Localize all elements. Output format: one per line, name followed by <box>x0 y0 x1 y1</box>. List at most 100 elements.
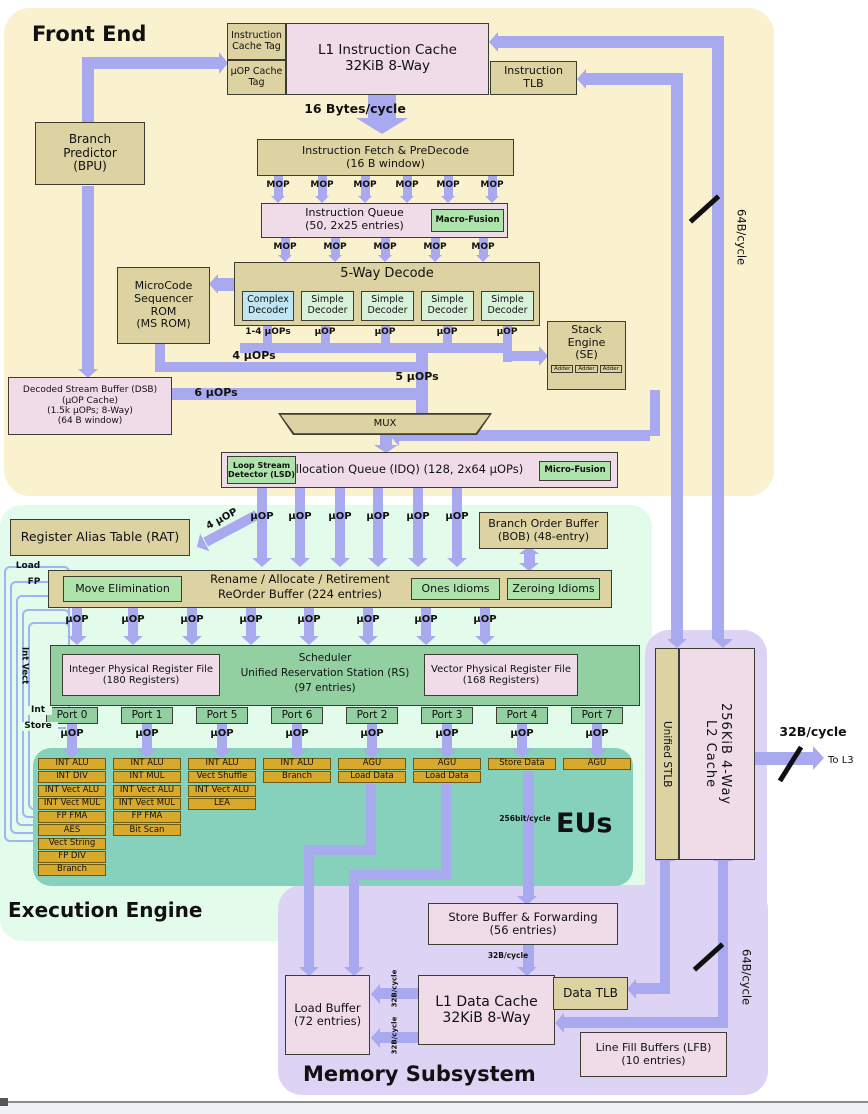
icache-tag-line2: Cache Tag <box>232 40 281 52</box>
eu-unit: FP DIV <box>38 851 106 864</box>
mop-label: MOP <box>480 180 504 190</box>
port-uop-arrow <box>142 724 152 750</box>
uops4-label: 4 µOPs <box>232 349 276 362</box>
uop-arrowhead <box>252 558 272 567</box>
lfb-line1: Line Fill Buffers (LFB) <box>595 1040 712 1054</box>
uop-arrow <box>373 488 383 559</box>
eu-unit: INT ALU <box>38 758 106 770</box>
uop-arrow <box>304 608 314 637</box>
uop-label: µOP <box>406 511 430 522</box>
lfb-line2: (10 entries) <box>621 1053 686 1067</box>
eu-unit: INT ALU <box>113 758 181 770</box>
decode-to-msrom-line <box>218 278 234 291</box>
complex-decoder-line1: Complex <box>247 294 289 306</box>
line-into-l2-arrowhead <box>713 639 733 648</box>
decoder-bus <box>240 343 512 353</box>
uop-label: µOP <box>180 614 204 625</box>
bpu-line2: Predictor <box>63 145 117 160</box>
uop-arrow <box>452 488 462 559</box>
uop-label: µOP <box>496 327 518 337</box>
l2-cache-box: L2 Cache 256KiB 4-Way <box>679 648 755 860</box>
l1i-to-fetch-arrowhead <box>356 118 408 134</box>
mop-arrow <box>488 176 497 196</box>
eu-unit: Branch <box>263 771 331 784</box>
bottom-divider <box>0 1101 868 1103</box>
line-into-stlb-arrowhead <box>667 639 687 648</box>
memory-subsystem-title: Memory Subsystem <box>303 1062 536 1086</box>
l2-line1: L2 Cache <box>703 719 718 789</box>
mop-arrow <box>403 176 412 196</box>
execution-engine-title: Execution Engine <box>8 898 203 922</box>
msrom-box: MicroCode Sequencer ROM (MS ROM) <box>117 267 210 344</box>
l1i-line1: L1 Instruction Cache <box>318 42 457 59</box>
uop-arrowhead <box>182 636 202 645</box>
uop-arrowhead <box>330 558 350 567</box>
eu-unit: Store Data <box>488 758 556 770</box>
bottom-left-notch <box>0 1098 8 1106</box>
se-adders: Adder Adder Adder <box>551 364 622 374</box>
store-buffer-line2: (56 entries) <box>489 923 557 937</box>
port-uop-arrow <box>592 724 602 750</box>
mem-to-stlb-line <box>660 861 670 991</box>
eu-unit: AGU <box>413 758 481 770</box>
writeback-label-intvect: Int Vect <box>19 647 30 685</box>
uop-cache-tag-box: µOP Cache Tag <box>227 60 286 95</box>
uop-arrow <box>295 488 305 559</box>
bw256-label: 256bit/cycle <box>499 814 551 823</box>
mop-arrow <box>479 238 488 256</box>
l1d-to-lb-arrowhead2 <box>371 1028 380 1048</box>
uop-arrow <box>413 488 423 559</box>
eu-unit: AES <box>38 824 106 837</box>
eu-unit: Vect Shuffle <box>188 771 256 784</box>
uop-label: µOP <box>436 327 458 337</box>
decoder-out-line <box>381 326 390 353</box>
uop-label: µOP <box>356 614 380 625</box>
mop-arrowhead <box>328 255 342 262</box>
uops6-label: 6 µOPs <box>194 386 238 399</box>
bpu-to-dsb-arrowhead <box>78 369 98 378</box>
eu-unit: INT Vect ALU <box>113 784 181 797</box>
mop-arrow <box>361 176 370 196</box>
mux-to-idq-line <box>380 435 392 446</box>
uop-arrowhead <box>123 636 143 645</box>
mop-arrowhead <box>428 255 442 262</box>
dtlb-arm-arrowhead <box>627 979 636 999</box>
dsb-box: Decoded Stream Buffer (DSB) (µOP Cache) … <box>8 377 172 435</box>
eu-unit: Load Data <box>338 771 406 784</box>
uop-arrowhead <box>358 636 378 645</box>
uop-arrowhead <box>368 558 388 567</box>
bpu-up-arm <box>88 57 219 69</box>
port-uop-arrow <box>217 724 227 750</box>
itlb-box: Instruction TLB <box>490 61 577 95</box>
se-return-down <box>650 390 660 436</box>
mop-arrowhead <box>278 255 292 262</box>
rename-line2: ReOrder Buffer (224 entries) <box>218 586 382 601</box>
l1i-to-fetch-line <box>368 95 396 119</box>
l1d-to-lb-arrow1 <box>380 988 418 999</box>
l2-to-l1i-line <box>712 36 724 639</box>
instruction-queue-box: Instruction Queue (50, 2x25 entries) <box>261 203 508 238</box>
uop-label: µOP <box>328 511 352 522</box>
bpu-box: Branch Predictor (BPU) <box>35 122 145 185</box>
simple-decoder-line1: Simple <box>371 294 404 306</box>
bw64-top-label: 64B/cycle <box>734 208 749 266</box>
uop-cache-tag-line2: Tag <box>248 76 265 88</box>
uop-label: µOP <box>239 614 263 625</box>
port-uop-arrowhead <box>512 749 532 758</box>
port-1-box: Port 1 <box>121 707 173 724</box>
stlb-to-itlb-arrowhead <box>577 69 586 89</box>
eu-column-port0: INT ALU INT DIV INT Vect ALU INT Vect MU… <box>38 758 106 877</box>
uops6-bus <box>172 388 428 400</box>
stlb-to-itlb-arm <box>586 73 678 85</box>
bob-line2: (BOB) (48-entry) <box>497 529 590 543</box>
eu-unit: Bit Scan <box>113 824 181 837</box>
dsb-line1: Decoded Stream Buffer (DSB) <box>22 385 158 396</box>
micro-fusion-box: Micro-Fusion <box>539 461 611 481</box>
bob-link-arrowhead-down <box>519 563 539 571</box>
se-feed-arrowhead <box>539 346 548 366</box>
uop-arrowhead <box>290 558 310 567</box>
eu-unit: INT Vect MUL <box>113 797 181 810</box>
decode-title: 5-Way Decode <box>340 266 434 281</box>
port-uop-arrow <box>517 724 527 750</box>
uop-label: µOP <box>60 728 84 739</box>
